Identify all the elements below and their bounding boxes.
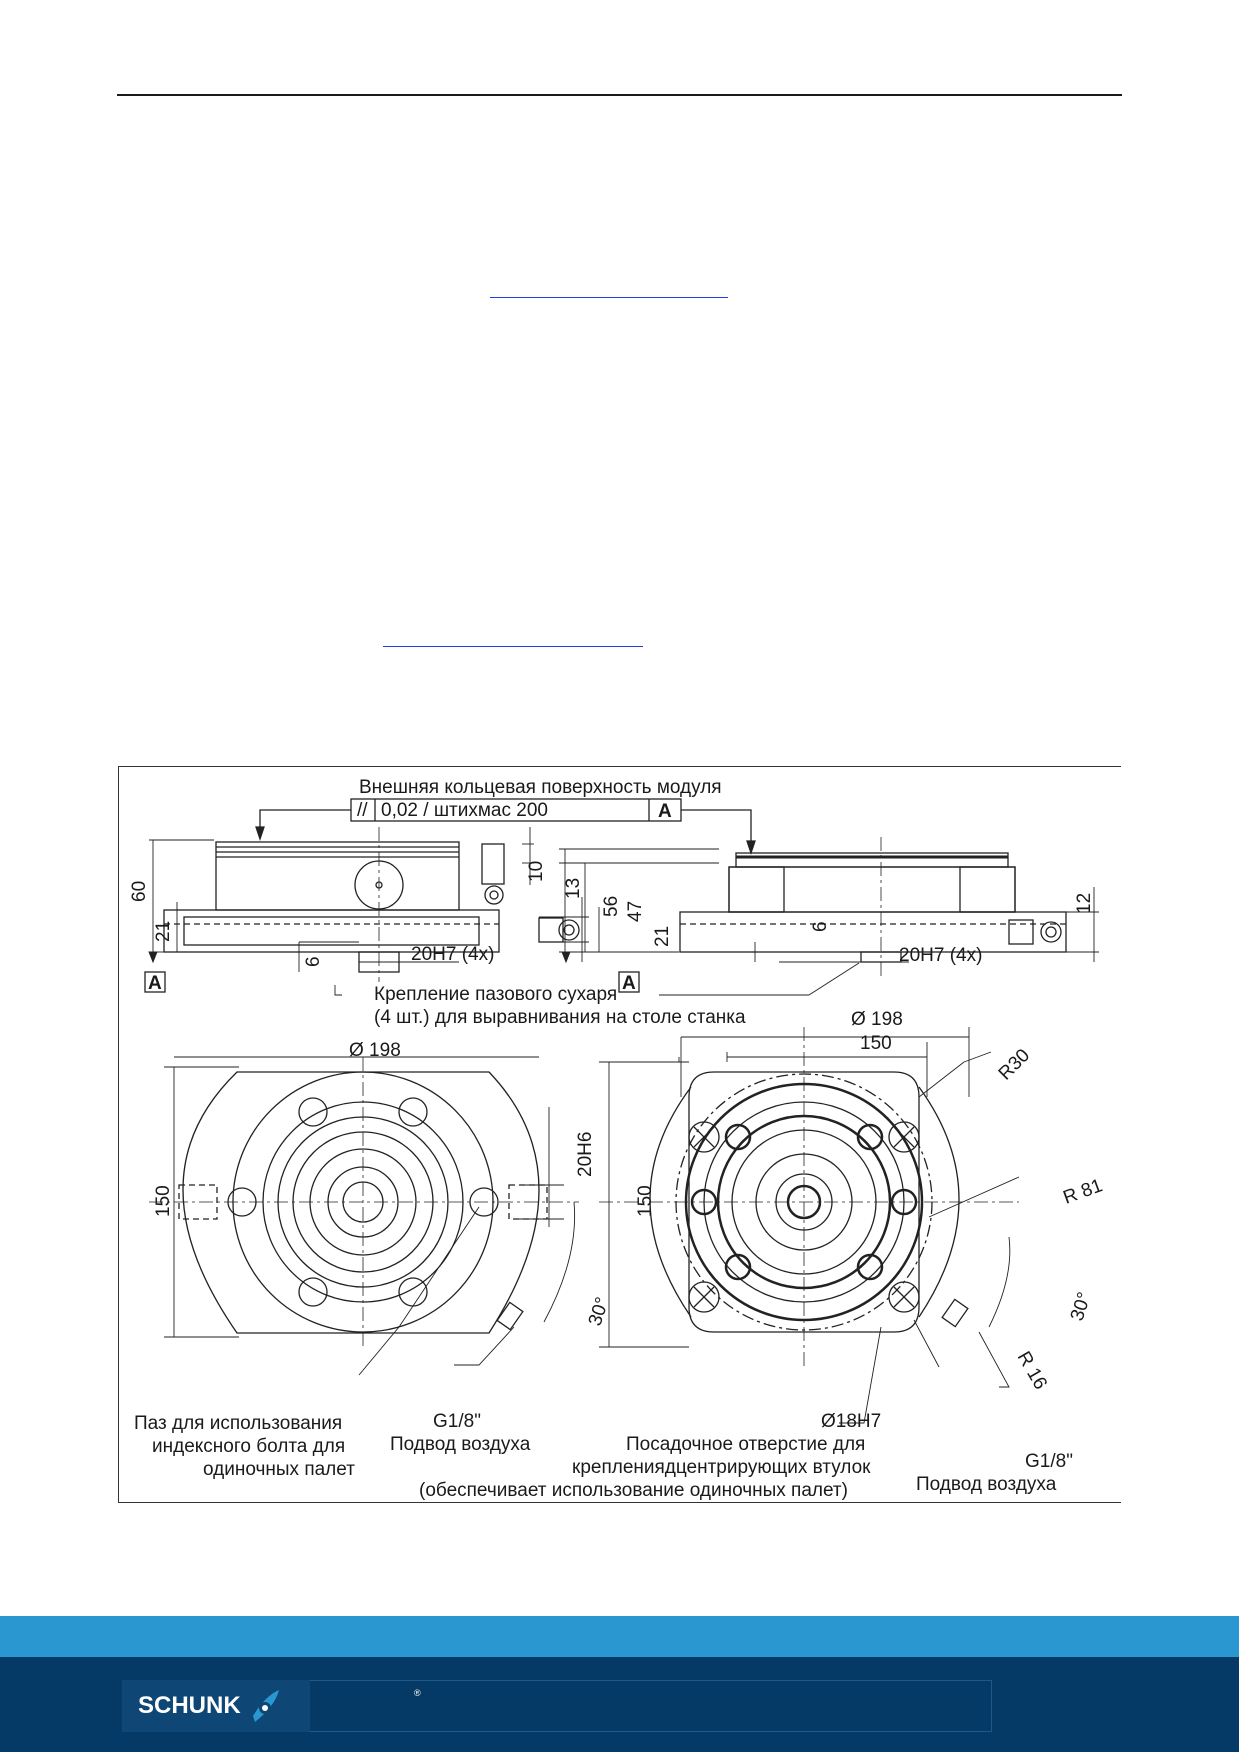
schunk-logo: SCHUNK ®: [122, 1680, 421, 1732]
dim-d198-left: Ø 198: [349, 1040, 401, 1061]
bore-note-1: Посадочное отверстие для: [626, 1434, 865, 1455]
dim-47: 47: [625, 901, 646, 922]
plan-view-left: [149, 1057, 579, 1347]
dim-30-right: 30°: [1067, 1290, 1096, 1324]
slot-note-1: Крепление пазового сухаря: [374, 984, 617, 1005]
groove-note-1: Паз для использования: [134, 1413, 342, 1434]
groove-note-3: одиночных палет: [203, 1459, 355, 1480]
dim-r30: R30: [995, 1045, 1034, 1084]
brand-name: SCHUNK: [138, 1692, 241, 1719]
plan-view-right: [599, 1027, 1019, 1367]
dim-60: 60: [129, 881, 150, 902]
tolerance-symbol: //: [357, 800, 368, 821]
dim-6b: 6: [810, 921, 831, 932]
dim-21b: 21: [652, 926, 673, 947]
thread-right: G1/8": [1025, 1451, 1073, 1472]
dim-20h6: 20H6: [575, 1132, 596, 1177]
drawing-svg: Внешняя кольцевая поверхность модуля // …: [129, 777, 1106, 1501]
dim-6: 6: [303, 956, 324, 967]
plan-right-dims: [599, 1027, 1020, 1424]
dimension-lines: [148, 827, 1099, 996]
bore-note-2: креплениядцентрирующих втулок: [572, 1457, 871, 1478]
dim-150-left: 150: [153, 1185, 174, 1217]
side-view-left: [163, 827, 580, 982]
air-left: Подвод воздуха: [390, 1434, 531, 1455]
dim-r81: R 81: [1061, 1175, 1106, 1208]
header-rule: [117, 94, 1122, 96]
dim-21: 21: [153, 921, 174, 942]
tolerance-value: 0,02 / штихмас 200: [381, 800, 548, 821]
dim-slot-left: 20H7 (4x): [411, 944, 494, 965]
dim-slot-right: 20H7 (4x): [899, 945, 982, 966]
dim-r16: R 16: [1013, 1348, 1051, 1393]
dim-13: 13: [563, 878, 584, 899]
datum-label: A: [658, 801, 672, 822]
dim-56: 56: [601, 896, 622, 917]
groove-note-2: индексного болта для: [152, 1436, 345, 1457]
outer-surface-label: Внешняя кольцевая поверхность модуля: [359, 777, 722, 798]
datum-box-right: [618, 971, 640, 993]
plan-left-dims: [164, 1056, 576, 1376]
dim-150-top: 150: [860, 1033, 892, 1054]
bore-note-3: (обеспечивает использование одиночных па…: [419, 1480, 848, 1501]
dim-10: 10: [526, 861, 547, 882]
footer-divider: [991, 1680, 992, 1732]
dim-150-right: 150: [635, 1185, 656, 1217]
thread-left: G1/8": [433, 1411, 481, 1432]
technical-drawing: Внешняя кольцевая поверхность модуля // …: [118, 766, 1121, 1503]
slot-note-2: (4 шт.) для выравнивания на столе станка: [374, 1007, 746, 1028]
registered-mark: ®: [414, 1688, 421, 1698]
datum-box-left: [144, 971, 166, 993]
tolerance-frame: [255, 798, 756, 856]
logo-icon: [252, 1690, 279, 1722]
bore-label: Ø18H7: [821, 1411, 881, 1432]
footer-divider: [122, 1731, 992, 1732]
dim-12: 12: [1074, 893, 1095, 914]
side-view-right: [679, 837, 1067, 977]
air-right: Подвод воздуха: [916, 1474, 1057, 1495]
datum-right: A: [622, 973, 636, 994]
footer-band-light: [0, 1616, 1239, 1657]
footer-divider: [122, 1680, 992, 1681]
hyperlink-underline[interactable]: [383, 646, 643, 647]
datum-left: A: [148, 973, 162, 994]
dim-d198-right: Ø 198: [851, 1009, 903, 1030]
hyperlink-underline[interactable]: [490, 297, 728, 298]
